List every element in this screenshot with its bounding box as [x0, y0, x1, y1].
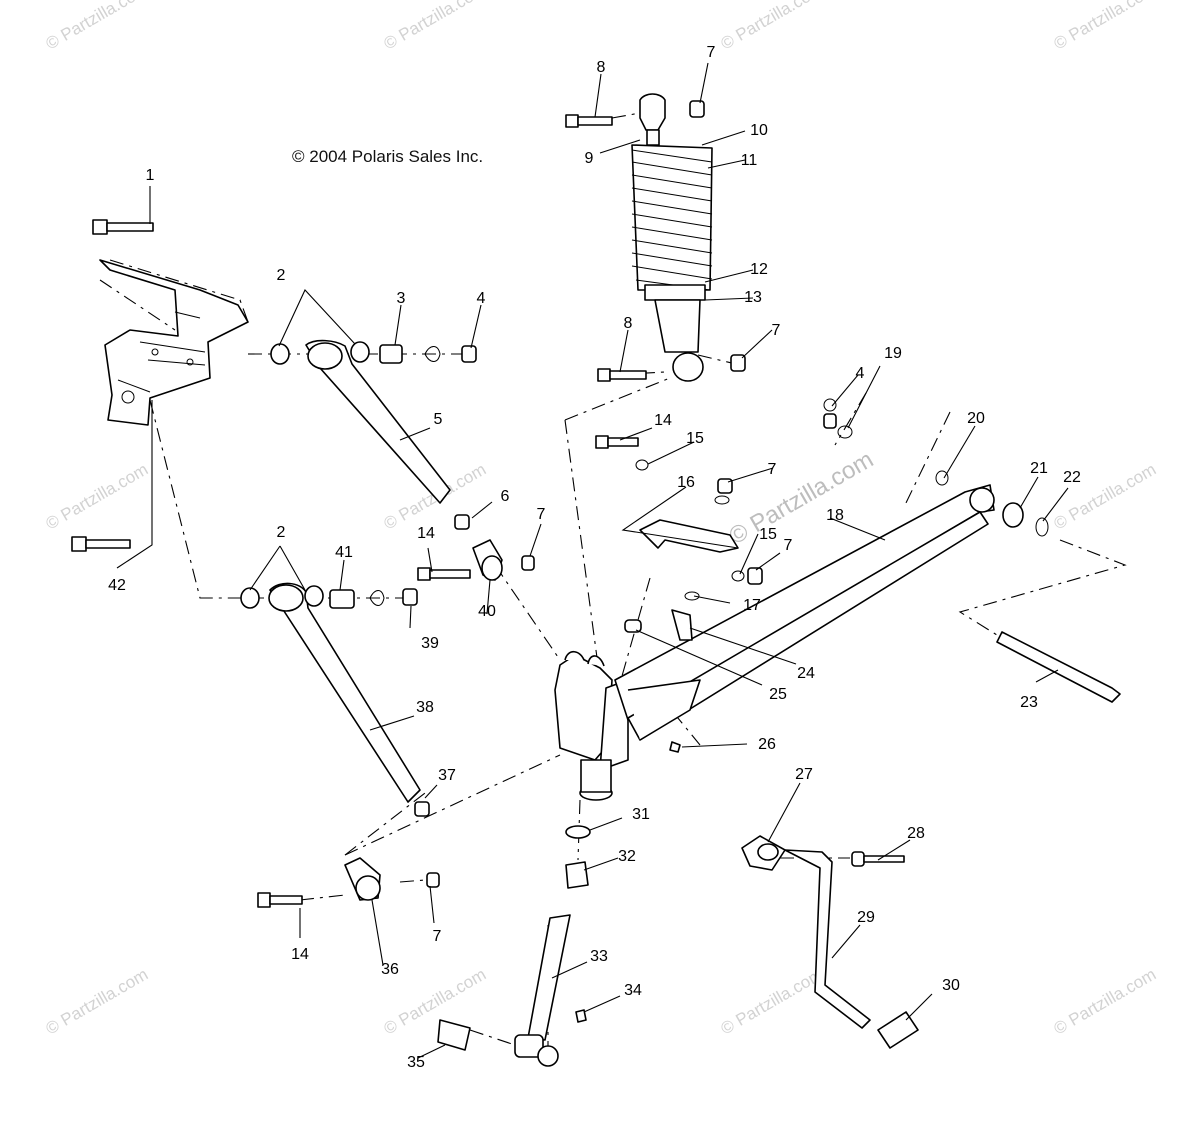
callout-21: 21 — [1030, 460, 1048, 477]
callout-37: 37 — [438, 767, 456, 784]
callout-10: 10 — [750, 122, 768, 139]
callout-13: 13 — [744, 289, 762, 306]
kingpin-assembly — [437, 825, 591, 1067]
callout-3: 3 — [397, 290, 406, 307]
callout-4: 4 — [477, 290, 486, 307]
leader-lines — [116, 62, 1069, 1059]
callout-35: 35 — [407, 1054, 425, 1071]
callout-29: 29 — [857, 909, 875, 926]
callout-40: 40 — [478, 603, 496, 620]
assembly-lines — [99, 112, 1127, 1050]
watermark: © Partzilla.com — [43, 0, 152, 53]
watermark-layer: © Partzilla.com © Partzilla.com © Partzi… — [43, 0, 1160, 1038]
callout-7: 7 — [537, 506, 546, 523]
callout-18: 18 — [826, 507, 844, 524]
watermark-center: © Partzilla.com — [725, 446, 879, 550]
callout-39: 39 — [421, 635, 439, 652]
callout-7: 7 — [772, 322, 781, 339]
callout-1: 1 — [146, 167, 155, 184]
watermark: © Partzilla.com — [718, 0, 827, 53]
callout-14: 14 — [291, 946, 309, 963]
callout-4: 4 — [856, 365, 865, 382]
lower-a-arm — [240, 582, 421, 803]
trailing-arm — [614, 484, 1121, 741]
watermark: © Partzilla.com — [381, 0, 490, 53]
callout-7: 7 — [433, 928, 442, 945]
upper-a-arm — [270, 339, 477, 504]
callout-28: 28 — [907, 825, 925, 842]
callout-14: 14 — [654, 412, 672, 429]
callout-7: 7 — [784, 537, 793, 554]
callout-12: 12 — [750, 261, 768, 278]
callout-2: 2 — [277, 524, 286, 541]
callout-26: 26 — [758, 736, 776, 753]
callout-27: 27 — [795, 766, 813, 783]
callout-33: 33 — [590, 948, 608, 965]
watermark: © Partzilla.com — [718, 965, 827, 1039]
watermark: © Partzilla.com — [1051, 0, 1160, 53]
callout-5: 5 — [434, 411, 443, 428]
steering-post — [741, 835, 919, 1049]
bolt-42 — [71, 536, 131, 552]
callout-8: 8 — [597, 59, 606, 76]
callout-2: 2 — [277, 267, 286, 284]
watermark: © Partzilla.com — [1051, 965, 1160, 1039]
callout-42: 42 — [108, 577, 126, 594]
ball-joint-lower — [257, 801, 440, 908]
callout-8: 8 — [624, 315, 633, 332]
callout-38: 38 — [416, 699, 434, 716]
callout-7: 7 — [768, 461, 777, 478]
callout-23: 23 — [1020, 694, 1038, 711]
callout-32: 32 — [618, 848, 636, 865]
callout-31: 31 — [632, 806, 650, 823]
callout-36: 36 — [381, 961, 399, 978]
watermark: © Partzilla.com — [43, 460, 152, 534]
callout-15: 15 — [686, 430, 704, 447]
callout-25: 25 — [769, 686, 787, 703]
callout-34: 34 — [624, 982, 642, 999]
spindle-knuckle — [554, 650, 629, 801]
watermark: © Partzilla.com — [43, 965, 152, 1039]
ball-joint-upper — [417, 514, 535, 581]
callout-labels: 1 2 2 3 4 4 5 6 7 7 7 7 7 7 8 8 9 10 11 … — [108, 44, 1081, 1071]
callout-24: 24 — [797, 665, 815, 682]
shock-absorber — [565, 93, 746, 382]
callout-7: 7 — [707, 44, 716, 61]
callout-6: 6 — [501, 488, 510, 505]
callout-41: 41 — [335, 544, 353, 561]
callout-17: 17 — [743, 597, 761, 614]
callout-9: 9 — [585, 150, 594, 167]
callout-14: 14 — [417, 525, 435, 542]
callout-30: 30 — [942, 977, 960, 994]
frame-bracket — [99, 259, 249, 426]
callout-11: 11 — [741, 152, 758, 169]
callout-16: 16 — [677, 474, 695, 491]
callout-19: 19 — [884, 345, 902, 362]
copyright-text: © 2004 Polaris Sales Inc. — [292, 147, 483, 166]
callout-15: 15 — [759, 526, 777, 543]
callout-20: 20 — [967, 410, 985, 427]
bolt-1 — [92, 219, 154, 235]
callout-22: 22 — [1063, 469, 1081, 486]
